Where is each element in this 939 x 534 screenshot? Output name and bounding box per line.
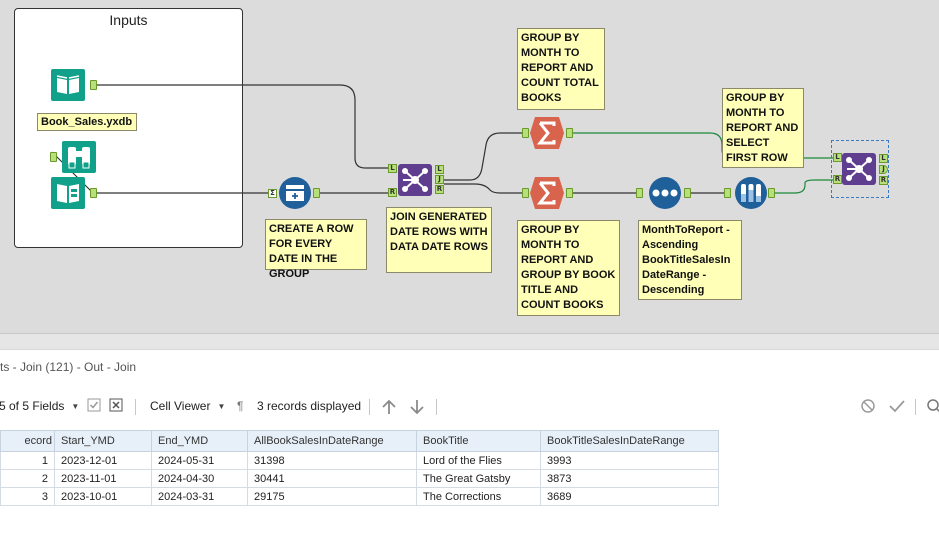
input-anchor[interactable]: [522, 128, 529, 138]
book-input-icon[interactable]: [50, 68, 86, 102]
arrow-down-icon[interactable]: [408, 398, 426, 421]
end-ymd-cell[interactable]: 2024-03-31: [151, 487, 248, 506]
column-header-book-title-sales[interactable]: BookTitleSalesInDateRange: [540, 430, 719, 452]
fields-label: 5 of 5 Fields: [0, 399, 65, 413]
fields-selector[interactable]: 5 of 5 Fields ▼: [0, 399, 79, 413]
join-out-left-anchor[interactable]: L: [879, 154, 888, 163]
column-header-record[interactable]: ecord: [0, 430, 55, 452]
column-header-all-book-sales[interactable]: AllBookSalesInDateRange: [247, 430, 417, 452]
input-anchor[interactable]: [724, 188, 731, 198]
input-anchor[interactable]: [636, 188, 643, 198]
join-right-anchor[interactable]: R: [833, 175, 842, 184]
close-box-icon[interactable]: [109, 398, 123, 417]
column-header-end-ymd[interactable]: End_YMD: [151, 430, 248, 452]
book-input-icon-2[interactable]: [50, 176, 86, 210]
cancel-icon[interactable]: [860, 398, 876, 419]
record-cell[interactable]: 1: [0, 451, 55, 470]
toolbar-divider: [369, 399, 370, 415]
toolbar-divider: [436, 399, 437, 415]
results-toolbar: 5 of 5 Fields ▼ Cell Viewer ▼ ¶ 3 record…: [0, 395, 939, 419]
cell-viewer-dropdown[interactable]: Cell Viewer ▼: [150, 399, 225, 413]
generate-input-anchor[interactable]: Σ: [268, 189, 277, 198]
container-title: Inputs: [109, 12, 148, 28]
toolbar-divider: [915, 399, 916, 415]
cell-viewer-label: Cell Viewer: [150, 399, 211, 413]
output-anchor[interactable]: [313, 188, 320, 198]
summarize-icon[interactable]: [529, 176, 565, 210]
input-tool-label: Book_Sales.yxdb: [37, 113, 137, 131]
summarize-icon[interactable]: [529, 116, 565, 150]
join-right-anchor[interactable]: R: [388, 188, 397, 197]
table-row[interactable]: 1 2023-12-01 2024-05-31 31398 Lord of th…: [0, 451, 719, 470]
sort-icon[interactable]: [647, 176, 683, 210]
input-anchor[interactable]: [50, 152, 57, 162]
join-out-left-anchor[interactable]: L: [435, 165, 444, 174]
end-ymd-cell[interactable]: 2024-05-31: [151, 451, 248, 470]
union-join-icon[interactable]: [841, 152, 877, 186]
end-ymd-cell[interactable]: 2024-04-30: [151, 469, 248, 488]
record-cell[interactable]: 3: [0, 487, 55, 506]
results-title: ts - Join (121) - Out - Join: [0, 360, 137, 374]
book-title-cell[interactable]: The Great Gatsby: [416, 469, 541, 488]
workflow-canvas[interactable]: Inputs Book_Sales.yxdb: [0, 0, 939, 333]
join-left-anchor[interactable]: L: [388, 164, 397, 173]
summarize-bottom-annotation: GROUP BY MONTH TO REPORT AND GROUP BY BO…: [517, 220, 620, 316]
check-icon[interactable]: [888, 398, 906, 419]
join-icon[interactable]: [397, 163, 433, 197]
output-anchor[interactable]: [90, 188, 97, 198]
book-title-sales-cell[interactable]: 3993: [540, 451, 719, 470]
join-annotation: JOIN GENERATED DATE ROWS WITH DATA DATE …: [386, 207, 492, 273]
search-icon[interactable]: [926, 398, 939, 419]
output-anchor[interactable]: [566, 128, 573, 138]
generate-rows-annotation: CREATE A ROW FOR EVERY DATE IN THE GROUP: [265, 219, 367, 280]
input-anchor[interactable]: [522, 188, 529, 198]
panel-splitter[interactable]: [0, 333, 939, 350]
start-ymd-cell[interactable]: 2023-11-01: [54, 469, 152, 488]
column-header-book-title[interactable]: BookTitle: [416, 430, 541, 452]
table-row[interactable]: 3 2023-10-01 2024-03-31 29175 The Correc…: [0, 487, 719, 506]
record-cell[interactable]: 2: [0, 469, 55, 488]
summarize-top-annotation: GROUP BY MONTH TO REPORT AND COUNT TOTAL…: [517, 28, 605, 110]
binoculars-browse-icon[interactable]: [61, 140, 97, 174]
chevron-down-icon: ▼: [71, 401, 80, 411]
generate-rows-icon[interactable]: [277, 176, 313, 210]
sample-annotation: GROUP BY MONTH TO REPORT AND SELECT FIRS…: [722, 88, 804, 168]
join-out-join-anchor[interactable]: J: [879, 165, 888, 174]
records-count: 3 records displayed: [257, 399, 362, 413]
sort-annotation: MonthToReport - Ascending BookTitleSales…: [638, 220, 742, 300]
all-book-sales-cell[interactable]: 30441: [247, 469, 417, 488]
column-header-start-ymd[interactable]: Start_YMD: [54, 430, 152, 452]
join-out-join-anchor[interactable]: J: [435, 175, 444, 184]
book-title-cell[interactable]: The Corrections: [416, 487, 541, 506]
output-anchor[interactable]: [566, 188, 573, 198]
selection-frame: [831, 140, 889, 198]
book-title-sales-cell[interactable]: 3873: [540, 469, 719, 488]
start-ymd-cell[interactable]: 2023-12-01: [54, 451, 152, 470]
arrow-up-icon[interactable]: [380, 398, 398, 421]
all-book-sales-cell[interactable]: 31398: [247, 451, 417, 470]
header-row: ecord Start_YMD End_YMD AllBookSalesInDa…: [0, 430, 719, 452]
chevron-down-icon: ▼: [217, 401, 226, 411]
output-anchor[interactable]: [768, 188, 775, 198]
all-book-sales-cell[interactable]: 29175: [247, 487, 417, 506]
sample-icon[interactable]: [733, 176, 769, 210]
output-anchor[interactable]: [684, 188, 691, 198]
output-anchor[interactable]: [90, 80, 97, 90]
start-ymd-cell[interactable]: 2023-10-01: [54, 487, 152, 506]
checkbox-icon[interactable]: [87, 398, 101, 417]
join-out-right-anchor[interactable]: R: [435, 185, 444, 194]
results-grid[interactable]: ecord Start_YMD End_YMD AllBookSalesInDa…: [0, 430, 719, 506]
table-row[interactable]: 2 2023-11-01 2024-04-30 30441 The Great …: [0, 469, 719, 488]
join-left-anchor[interactable]: L: [833, 153, 842, 162]
toolbar-divider: [135, 399, 136, 415]
book-title-cell[interactable]: Lord of the Flies: [416, 451, 541, 470]
book-title-sales-cell[interactable]: 3689: [540, 487, 719, 506]
join-out-right-anchor[interactable]: R: [879, 176, 888, 185]
pilcrow-icon[interactable]: ¶: [237, 399, 244, 413]
